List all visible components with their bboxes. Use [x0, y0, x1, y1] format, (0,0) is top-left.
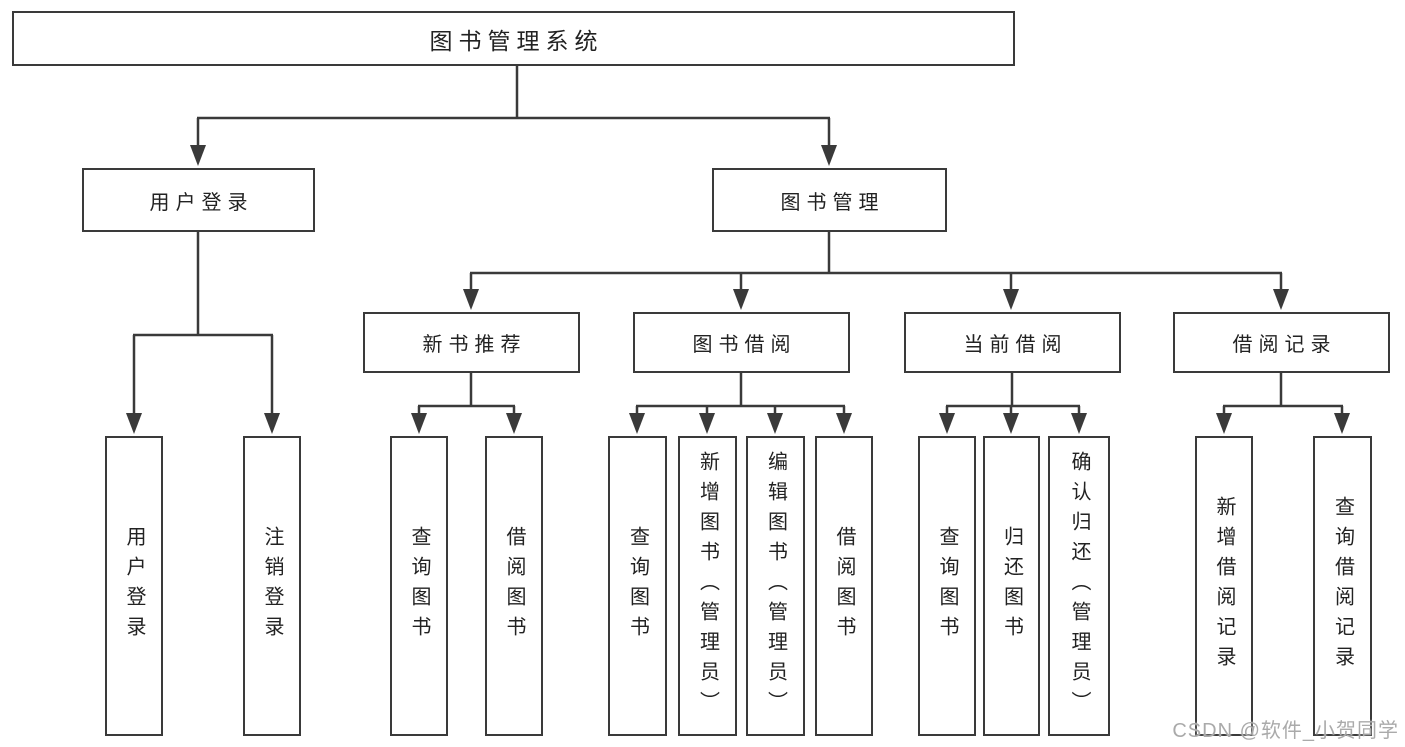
node-add-borrow-record: 新增借阅记录 [1195, 436, 1253, 736]
connector-book-mgmt-to-level3 [469, 232, 1283, 292]
node-label: 用户登录 [123, 526, 145, 646]
node-newbooks-query-books: 查询图书 [390, 436, 448, 736]
node-add-book-admin: 新增图书（管理员） [678, 436, 737, 736]
node-label: 编辑图书（管理员） [764, 451, 787, 721]
node-query-borrow-record: 查询借阅记录 [1313, 436, 1372, 736]
node-user-login-leaf: 用户登录 [105, 436, 163, 736]
node-borrowing-query-books: 查询图书 [608, 436, 667, 736]
node-confirm-return-admin: 确认归还（管理员） [1048, 436, 1110, 736]
node-label: 新增借阅记录 [1213, 496, 1235, 676]
node-label: 确认归还（管理员） [1068, 451, 1090, 721]
node-new-book-recommendation: 新书推荐 [363, 312, 580, 373]
node-label: 借阅图书 [503, 526, 525, 646]
connector-current-borrow-split [945, 373, 1081, 415]
node-borrowing-borrow-books: 借阅图书 [815, 436, 873, 736]
node-label: 归还图书 [1000, 526, 1023, 646]
node-label: 查询图书 [936, 526, 958, 646]
connector-new-books-split [417, 373, 516, 415]
node-library-management-system: 图书管理系统 [12, 11, 1015, 66]
csdn-watermark: CSDN @软件_小贺同学 [1172, 720, 1399, 742]
node-current-borrowing: 当前借阅 [904, 312, 1121, 373]
node-edit-book-admin: 编辑图书（管理员） [746, 436, 805, 736]
connector-root-to-level2 [196, 66, 831, 147]
node-label: 新增图书（管理员） [696, 451, 719, 721]
node-label: 查询图书 [626, 526, 649, 646]
node-return-books: 归还图书 [983, 436, 1040, 736]
node-book-borrowing: 图书借阅 [633, 312, 850, 373]
connector-user-login-split [132, 232, 274, 415]
node-current-query-books: 查询图书 [918, 436, 976, 736]
node-label: 注销登录 [261, 526, 283, 646]
node-borrowing-records: 借阅记录 [1173, 312, 1390, 373]
node-label: 查询图书 [408, 526, 430, 646]
node-user-login: 用户登录 [82, 168, 315, 232]
connector-borrow-records-split [1222, 373, 1344, 415]
node-label: 查询借阅记录 [1331, 496, 1354, 676]
node-logout-leaf: 注销登录 [243, 436, 301, 736]
node-book-management: 图书管理 [712, 168, 947, 232]
connector-book-borrow-split [635, 373, 846, 415]
node-newbooks-borrow-books: 借阅图书 [485, 436, 543, 736]
node-label: 借阅图书 [833, 526, 855, 646]
